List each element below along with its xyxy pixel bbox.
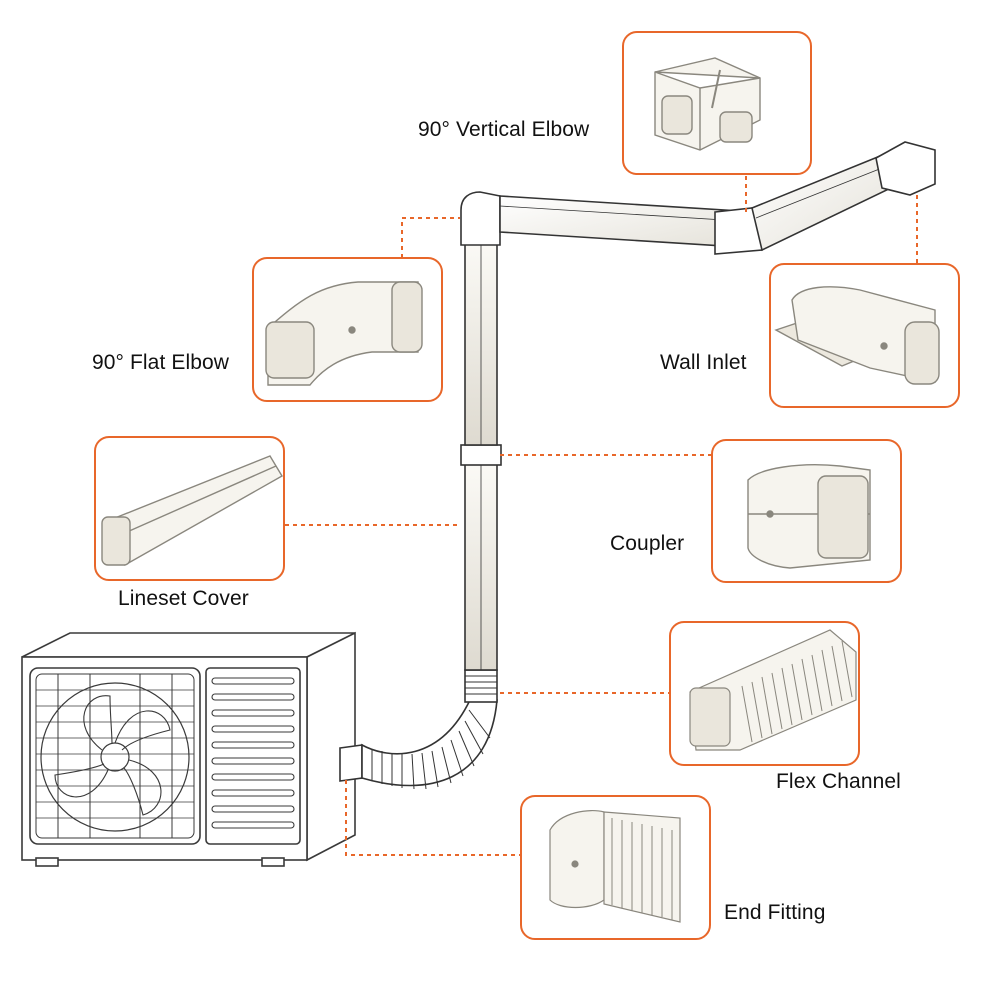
leader-end-fitting [345,780,520,856]
flat-elbow-icon [265,281,423,386]
end-fitting-icon [549,809,681,923]
coupler-callout [711,439,902,583]
vertical-elbow-callout [622,31,812,175]
vertical-elbow-icon [654,57,761,151]
coupler-label: Coupler [610,532,685,555]
flex-channel-label: Flex Channel [776,770,901,793]
end-fitting-label: End Fitting [724,901,826,924]
flat-elbow-callout [252,257,443,402]
wall-inlet-label: Wall Inlet [660,351,747,374]
wall-inlet-icon [774,286,940,385]
flat-elbow-label: 90° Flat Elbow [92,351,230,374]
vertical-elbow-label: 90° Vertical Elbow [418,118,590,141]
end-fitting-callout [520,795,711,940]
flex-channel-callout [669,621,860,766]
coupler-icon [747,464,871,569]
lineset-cover-callout [94,436,285,581]
wall-inlet-callout [769,263,960,408]
flex-channel-icon [689,629,857,751]
leader-flat-elbow [401,217,460,258]
duct-assembly [339,141,936,790]
lineset-cover-icon [101,455,283,566]
outdoor-ac-unit [21,631,356,867]
lineset-cover-label: Lineset Cover [118,587,249,610]
leader-lines [285,176,918,856]
